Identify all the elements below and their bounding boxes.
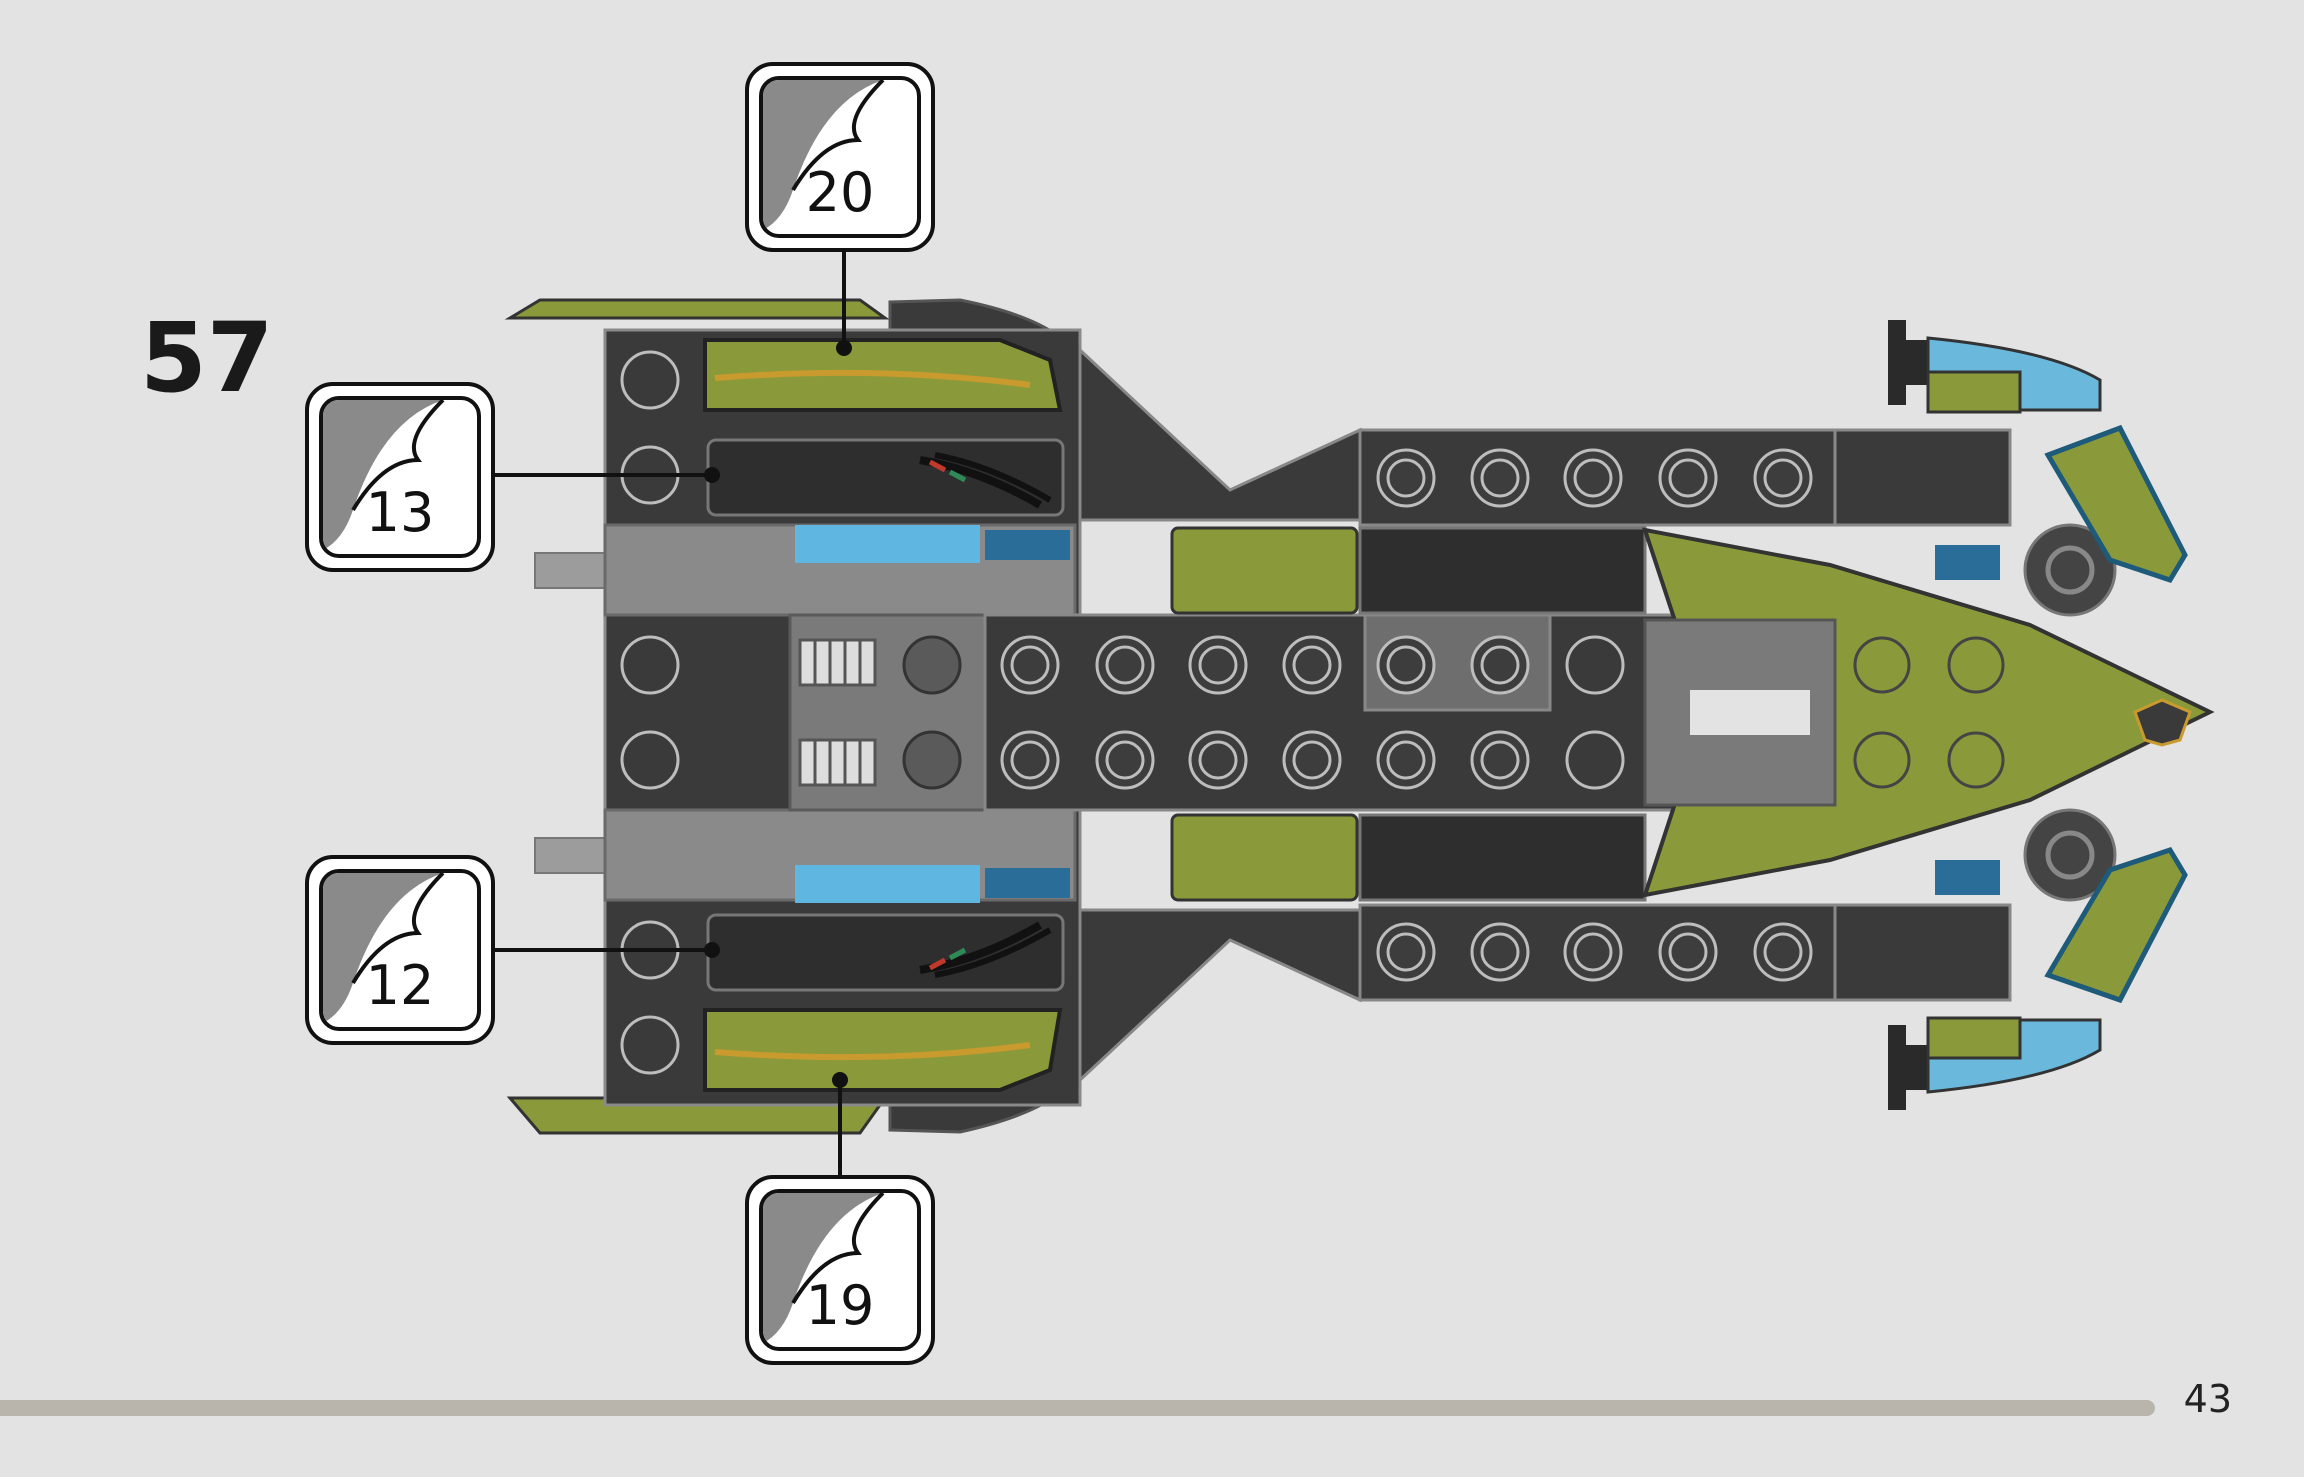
sticker-19-part: [703, 1008, 1063, 1092]
side-plate-top-end: [1833, 428, 2012, 527]
sticker-13-part: [706, 438, 1065, 517]
chassis-main: [983, 613, 1707, 812]
grille-bottom: [798, 738, 877, 787]
sticker-12-part: [706, 913, 1065, 992]
front-bumper-bottom: [1888, 1016, 2102, 1110]
front-flap-bottom: [2044, 846, 2188, 1004]
front-light-top: [1935, 545, 2000, 580]
sticker-peel-icon: [763, 1193, 885, 1343]
front-bracket-gap: [1690, 690, 1810, 735]
nose-studs: [1853, 636, 2005, 789]
front-bumper-top: [1888, 320, 2102, 414]
step-number: 57: [140, 302, 274, 414]
green-panel-bottom: [1170, 813, 1359, 902]
sticker-callout-20: 20: [745, 62, 935, 252]
dark-block-top: [1358, 526, 1647, 615]
callout-leaders: [495, 252, 852, 1178]
grille-top: [798, 638, 877, 687]
blue-light-top: [795, 525, 980, 563]
center-knob-bottom: [902, 730, 962, 790]
sticker-number: 13: [365, 481, 435, 544]
sticker-callout-13: 13: [305, 382, 495, 572]
taper-top: [1078, 346, 1362, 522]
sticker-number: 12: [365, 954, 435, 1017]
nose-logo-icon: [2133, 698, 2192, 747]
front-flap-top: [2044, 424, 2188, 584]
sticker-number: 19: [805, 1274, 875, 1337]
taper-bottom: [1078, 908, 1362, 1084]
page-progress-bar: [0, 1400, 2155, 1416]
blue-light-bottom-2: [985, 868, 1070, 898]
rear-pin-top: [534, 552, 611, 589]
side-plate-bottom-end: [1833, 903, 2012, 1002]
green-panel-top: [1170, 526, 1359, 615]
page-number: 43: [2183, 1377, 2232, 1421]
sticker-20-part: [703, 338, 1063, 412]
blue-light-bottom: [795, 865, 980, 903]
blue-light-top-2: [985, 530, 1070, 560]
sticker-peel-icon: [763, 80, 885, 230]
rear-pin-bottom: [534, 837, 611, 874]
front-hub-top: [2023, 523, 2117, 617]
front-hub-bottom: [2023, 808, 2117, 902]
sticker-peel-icon: [323, 873, 445, 1023]
rear-side-fin-top: [504, 298, 890, 320]
front-light-bottom: [1935, 860, 2000, 895]
center-knob-top: [902, 635, 962, 695]
sticker-number: 20: [805, 161, 875, 224]
sticker-peel-icon: [323, 400, 445, 550]
dark-block-bottom: [1358, 813, 1647, 902]
sticker-callout-12: 12: [305, 855, 495, 1045]
sticker-callout-19: 19: [745, 1175, 935, 1365]
